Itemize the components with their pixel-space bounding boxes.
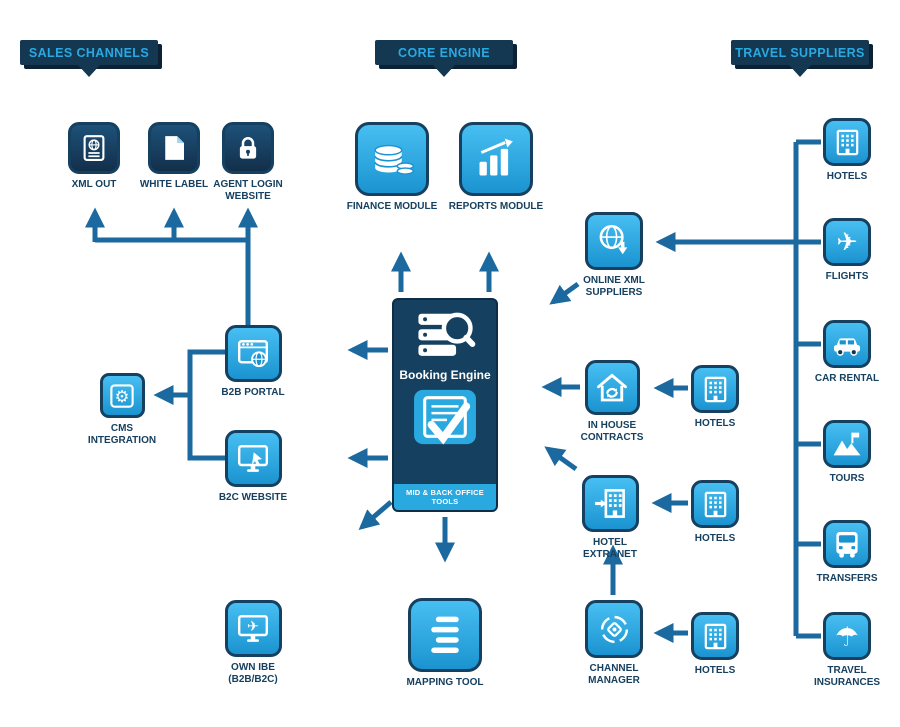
banner-pointer: [78, 65, 100, 77]
building-icon: [691, 365, 739, 413]
document-icon: [148, 122, 200, 174]
svg-text:✈: ✈: [836, 228, 857, 258]
node-label: B2B PORTAL: [221, 387, 285, 398]
node-label: REPORTS MODULE: [448, 201, 544, 212]
node-label: HOTELS: [694, 665, 736, 676]
svg-text:⚙: ⚙: [115, 387, 130, 406]
node-b2b-portal: B2B PORTAL: [208, 325, 298, 399]
checklist-icon: [414, 389, 476, 445]
booking-engine-title: Booking Engine: [399, 368, 491, 382]
node-label: IN HOUSE CONTRACTS: [580, 420, 644, 443]
node-hotels-2: HOTELS: [675, 480, 755, 545]
list-icon: [408, 598, 482, 672]
node-label: HOTELS: [694, 418, 736, 429]
banner-label: TRAVEL SUPPLIERS: [735, 45, 865, 60]
gear-box-icon: ⚙: [99, 373, 145, 418]
node-hotels-1: HOTELS: [675, 365, 755, 430]
bus-icon: [823, 520, 871, 568]
node-label: CHANNEL MANAGER: [588, 663, 640, 686]
node-label: MAPPING TOOL: [406, 677, 484, 688]
node-label: TOURS: [829, 473, 865, 484]
node-xml-out: XML OUT: [54, 122, 134, 191]
building-arrow-icon: [581, 475, 639, 532]
node-white-label: WHITE LABEL: [132, 122, 216, 191]
node-hotels-3: HOTELS: [675, 612, 755, 677]
banner-label: CORE ENGINE: [398, 45, 490, 60]
node-label: HOTELS: [826, 171, 868, 182]
banner-label: SALES CHANNELS: [28, 45, 150, 60]
airplane-icon: ✈: [823, 218, 871, 266]
hub-network-icon: [585, 600, 643, 658]
node-label: AGENT LOGIN WEBSITE: [213, 179, 283, 202]
booking-engine-footer: MID & BACK OFFICE TOOLS: [394, 484, 496, 510]
node-label: HOTEL EXTRANET: [583, 537, 637, 560]
monitor-plane-icon: ✈: [224, 600, 282, 657]
node-own-ibe: ✈ OWN IBE (B2B/B2C): [213, 600, 293, 686]
building-icon: [691, 612, 739, 660]
node-mapping-tool: MAPPING TOOL: [390, 598, 500, 689]
node-reports-module: REPORTS MODULE: [441, 122, 551, 213]
banner-pointer: [433, 65, 455, 77]
node-label: FLIGHTS: [825, 271, 869, 282]
node-label: B2C WEBSITE: [218, 492, 288, 503]
banner-pointer: [789, 65, 811, 77]
node-online-xml-suppliers: ONLINE XML SUPPLIERS: [571, 212, 657, 299]
banner-core-engine: CORE ENGINE: [375, 40, 513, 77]
node-label: TRAVEL INSURANCES: [813, 665, 881, 688]
node-label: CAR RENTAL: [814, 373, 880, 384]
node-supplier-flights: ✈ FLIGHTS: [807, 218, 887, 283]
coins-icon: [355, 122, 429, 196]
browser-globe-icon: [224, 325, 282, 382]
node-supplier-travel-insurances: ☂ TRAVEL INSURANCES: [805, 612, 889, 689]
node-supplier-transfers: TRANSFERS: [802, 520, 892, 585]
node-supplier-tours: TOURS: [807, 420, 887, 485]
building-icon: [823, 118, 871, 166]
node-label: OWN IBE (B2B/B2C): [228, 662, 278, 685]
banner-sales-channels: SALES CHANNELS: [20, 40, 158, 77]
node-label: CMS INTEGRATION: [87, 423, 157, 446]
server-search-icon: [418, 312, 476, 356]
passport-document-icon: [68, 122, 120, 174]
node-finance-module: FINANCE MODULE: [337, 122, 447, 213]
node-supplier-hotels: HOTELS: [807, 118, 887, 183]
house-sync-icon: [584, 360, 640, 415]
node-channel-manager: CHANNEL MANAGER: [574, 600, 654, 687]
monitor-cursor-icon: [224, 430, 282, 487]
umbrella-icon: ☂: [823, 612, 871, 660]
node-label: FINANCE MODULE: [346, 201, 438, 212]
svg-text:✈: ✈: [247, 619, 259, 635]
node-label: WHITE LABEL: [139, 179, 209, 190]
node-supplier-car-rental: CAR RENTAL: [802, 320, 892, 385]
node-hotel-extranet: HOTEL EXTRANET: [570, 475, 650, 561]
booking-engine-box: Booking Engine MID & BACK OFFICE TOOLS: [392, 298, 498, 512]
svg-text:☂: ☂: [835, 622, 859, 653]
node-cms-integration: ⚙ CMS INTEGRATION: [77, 373, 167, 447]
node-label: TRANSFERS: [816, 573, 878, 584]
node-b2c-website: B2C WEBSITE: [208, 430, 298, 504]
car-icon: [823, 320, 871, 368]
globe-download-icon: [585, 212, 643, 270]
lock-icon: [222, 122, 274, 174]
node-label: XML OUT: [71, 179, 117, 190]
node-label: HOTELS: [694, 533, 736, 544]
node-in-house-contracts: IN HOUSE CONTRACTS: [572, 360, 652, 444]
building-icon: [691, 480, 739, 528]
mountains-flag-icon: [823, 420, 871, 468]
banner-travel-suppliers: TRAVEL SUPPLIERS: [731, 40, 869, 77]
node-label: ONLINE XML SUPPLIERS: [583, 275, 645, 298]
node-agent-login-website: AGENT LOGIN WEBSITE: [202, 122, 294, 203]
bar-chart-icon: [459, 122, 533, 196]
